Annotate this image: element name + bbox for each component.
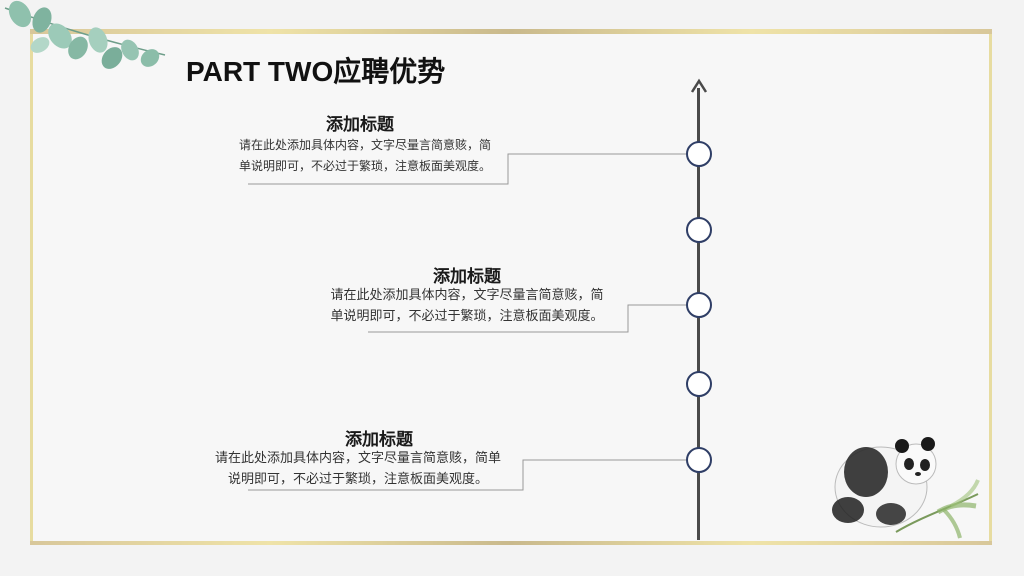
item-3-desc-line1: 请在此处添加具体内容，文字尽量言简意赅，简单 (214, 451, 501, 466)
connector-2 (368, 304, 686, 333)
timeline-node-2 (686, 217, 712, 243)
item-3-desc: 请在此处添加具体内容，文字尽量言简意赅，简单 说明即可，不必过于繁琐，注意板面美… (188, 448, 528, 490)
item-1-desc-line1: 请在此处添加具体内容，文字尽量言简意赅，简 (238, 138, 491, 152)
eucalyptus-leaves-icon (4, 0, 166, 69)
item-1-desc-line2: 单说明即可，不必过于繁琐，注意板面美观度。 (238, 159, 491, 173)
arrow-up-icon (690, 78, 708, 93)
connector-3 (248, 459, 686, 491)
item-1-desc: 请在此处添加具体内容，文字尽量言简意赅，简 单说明即可，不必过于繁琐，注意板面美… (225, 135, 505, 177)
frame-bottom-edge (30, 541, 992, 545)
panda-bamboo-icon (832, 437, 980, 539)
item-1-title: 添加标题 (326, 115, 394, 135)
page-title: PART TWO应聘优势 (186, 56, 446, 87)
timeline-node-1 (686, 141, 712, 167)
frame-top-edge (30, 29, 992, 34)
connector-1 (248, 153, 686, 185)
item-2-desc: 请在此处添加具体内容，文字尽量言简意赅，简 单说明即可，不必过于繁琐，注意板面美… (303, 285, 631, 327)
timeline-node-4 (686, 371, 712, 397)
item-2-desc-line1: 请在此处添加具体内容，文字尽量言简意赅，简 (330, 288, 604, 303)
item-2-title: 添加标题 (433, 267, 501, 287)
item-2-desc-line2: 单说明即可，不必过于繁琐，注意板面美观度。 (330, 309, 604, 324)
item-3-title: 添加标题 (345, 430, 413, 450)
timeline-node-5 (686, 447, 712, 473)
gold-frame (30, 30, 992, 544)
timeline-node-3 (686, 292, 712, 318)
item-3-desc-line2: 说明即可，不必过于繁琐，注意板面美观度。 (227, 472, 488, 487)
